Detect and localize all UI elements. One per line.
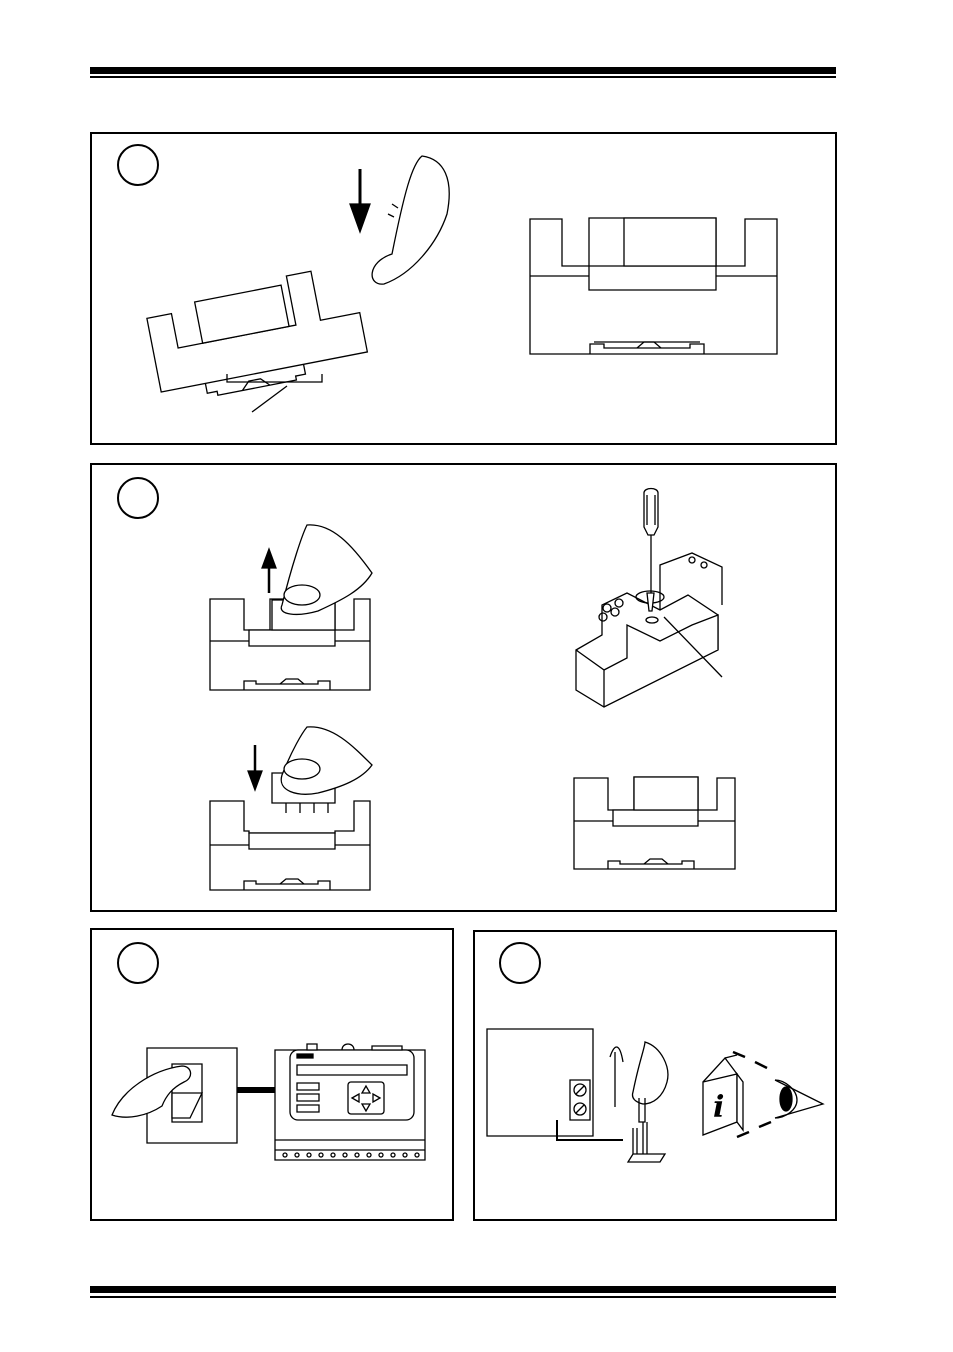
step-2-panel — [90, 463, 837, 912]
hand-insert-wire-icon — [632, 1042, 667, 1104]
header-rule-thick — [90, 67, 836, 74]
terminal-clip-icon — [628, 1122, 665, 1162]
footer-rule-thick — [90, 1286, 836, 1293]
housing-assembled-icon — [574, 777, 735, 869]
housing-lift-icon — [210, 525, 372, 690]
tilted-housing-icon — [144, 264, 370, 406]
step-3-panel — [90, 928, 454, 1221]
mounted-housing-icon — [530, 218, 777, 354]
housing-insert-icon — [210, 727, 372, 890]
insert-down-arrow-icon — [248, 771, 262, 790]
step-4-panel: i — [473, 930, 837, 1221]
module-swap-illustration — [92, 465, 839, 914]
screwdriver-icon — [636, 489, 664, 612]
power-switch-illustration — [92, 930, 456, 1223]
screw-mount-base-icon — [576, 553, 722, 707]
terminal-block-icon — [487, 1029, 623, 1140]
manual-read-icon: i — [703, 1052, 823, 1137]
wiring-and-manual-illustration: i — [475, 932, 839, 1223]
leader-line-icon — [252, 386, 287, 412]
footer-rule-thin — [90, 1296, 836, 1298]
lift-up-arrow-icon — [262, 549, 276, 568]
finger-icon — [372, 156, 449, 284]
press-down-arrow-icon — [350, 204, 370, 232]
info-icon: i — [713, 1090, 724, 1125]
controller-unit-icon — [275, 1044, 425, 1160]
din-rail-mount-illustration — [92, 134, 839, 447]
step-1-panel — [90, 132, 837, 445]
header-rule-thin — [90, 76, 836, 78]
